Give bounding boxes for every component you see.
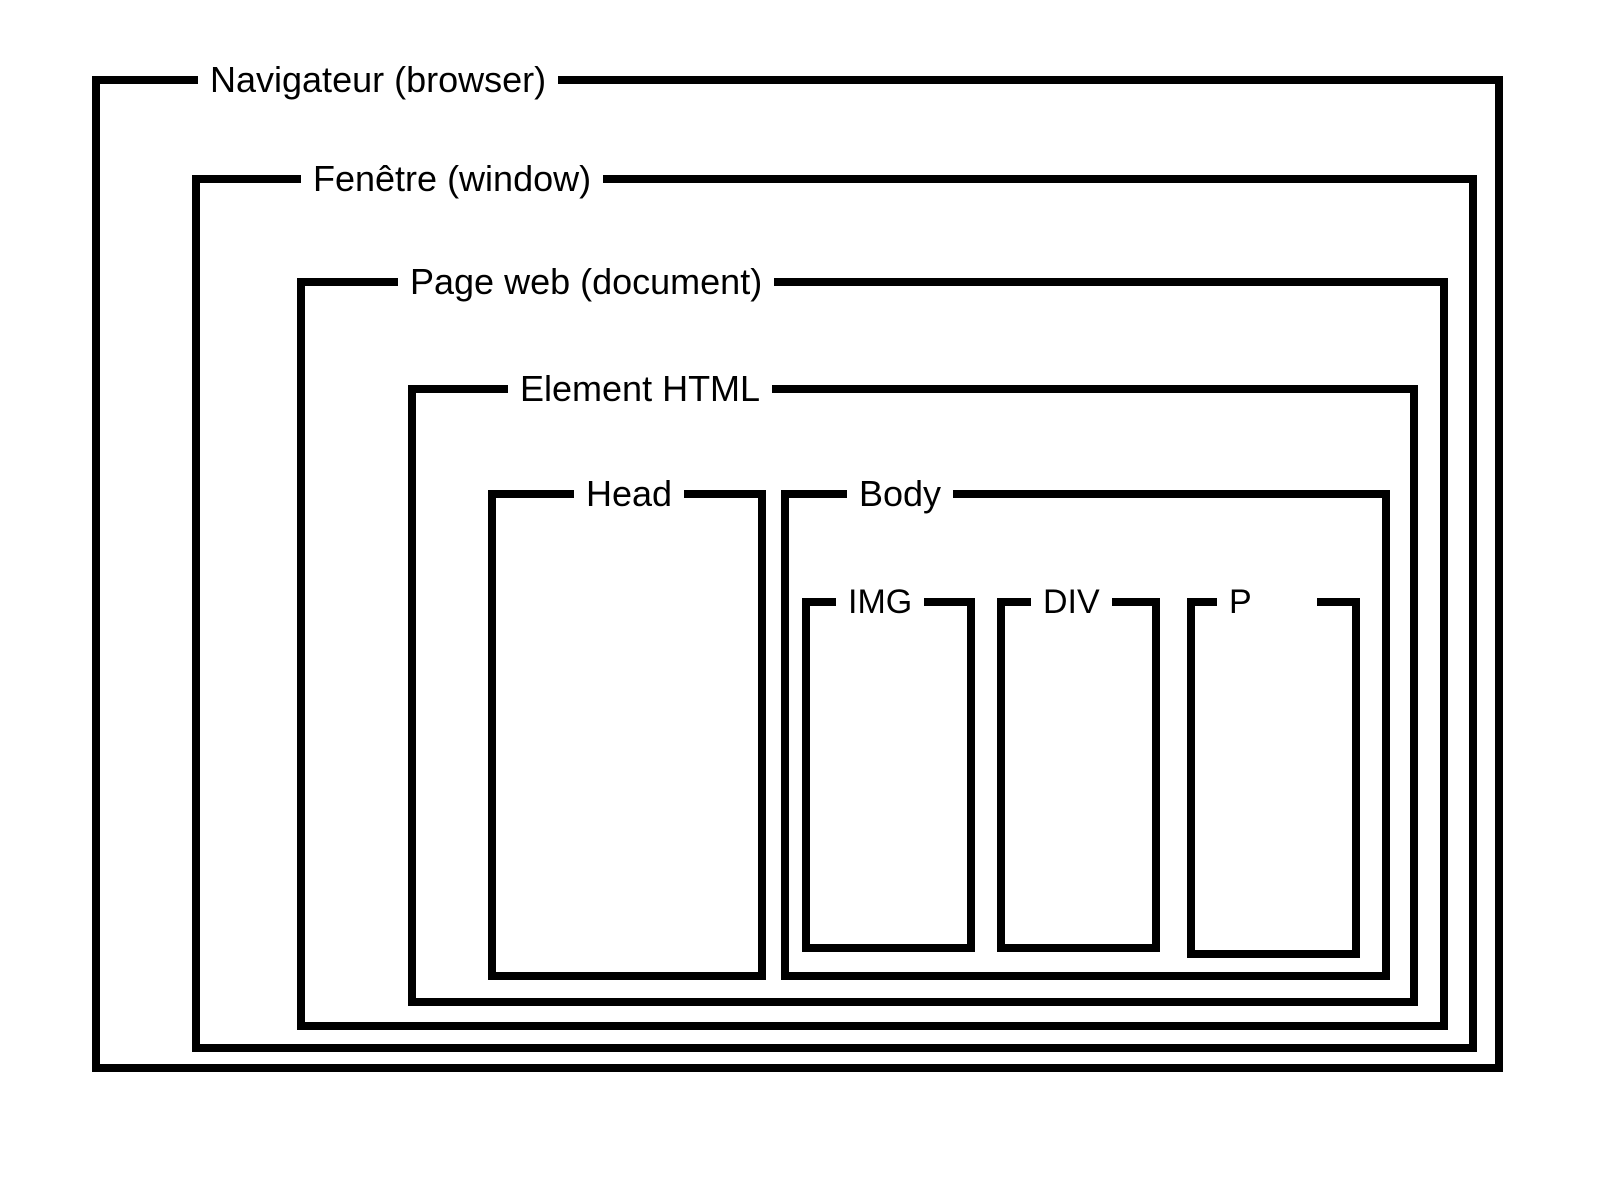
img-box-label: IMG <box>836 580 925 624</box>
img-box: IMG <box>802 580 975 952</box>
html-element-box: Element HTML <box>408 367 1418 1006</box>
p-box: P <box>1187 580 1360 958</box>
window-box-label: Fenêtre (window) <box>301 157 604 201</box>
body-box-label: Body <box>847 472 954 516</box>
div-box-label: DIV <box>1031 580 1112 624</box>
head-box-label: Head <box>574 472 685 516</box>
window-box: Fenêtre (window) <box>192 157 1477 1052</box>
browser-box-label: Navigateur (browser) <box>198 58 559 102</box>
div-box: DIV <box>997 580 1160 952</box>
document-box-label: Page web (document) <box>398 260 775 304</box>
p-box-label: P <box>1217 580 1317 624</box>
head-box: Head <box>488 472 766 980</box>
browser-box: Navigateur (browser) <box>92 58 1503 1072</box>
html-element-box-label: Element HTML <box>508 367 773 411</box>
document-box: Page web (document) <box>297 260 1448 1030</box>
body-box: Body <box>781 472 1390 980</box>
